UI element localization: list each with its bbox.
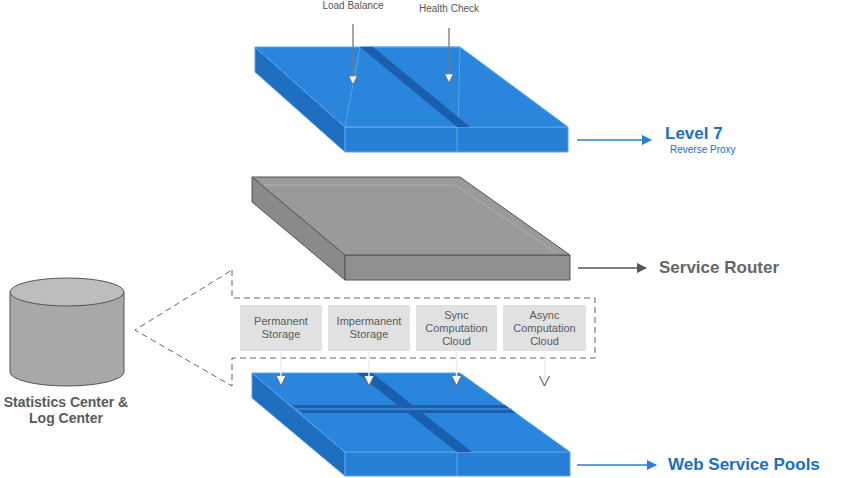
- pointer-arrow: [577, 464, 656, 466]
- layer-label: Reverse Proxy: [670, 144, 736, 155]
- box-label: Impermanent Storage: [332, 315, 406, 341]
- layer-slab: Service Router: [250, 172, 760, 284]
- proxy-slab: [255, 47, 568, 152]
- database-cylinder: [10, 278, 124, 386]
- service-box: Permanent Storage: [240, 305, 322, 351]
- pointer-arrow: [578, 267, 646, 269]
- service-box: Sync Computation Cloud: [416, 305, 497, 351]
- layer-slab: Web Service Pools: [250, 373, 850, 477]
- leader-arrow: [448, 28, 449, 82]
- flow-arrow: [456, 352, 458, 385]
- box-label: Permanent Storage: [244, 315, 318, 341]
- layer-label: Service Router: [659, 258, 779, 278]
- layer-label: Web Service Pools: [668, 455, 820, 475]
- pointer-arrow: [577, 139, 651, 141]
- dashed-callout: [135, 270, 595, 386]
- leader-arrow: [352, 24, 353, 84]
- service-box: Async Computation Cloud: [503, 305, 586, 351]
- log-database: Statistics Center & Log Center: [2, 276, 130, 432]
- router-slab: [252, 177, 570, 280]
- flow-arrow: [280, 352, 282, 385]
- box-label: Async Computation Cloud: [507, 309, 582, 348]
- service-box: Impermanent Storage: [328, 305, 410, 351]
- layer-slab: Level 7Reverse Proxy: [250, 40, 760, 158]
- input-label: Health Check: [414, 3, 484, 14]
- pool-slab: [252, 373, 570, 476]
- flow-arrow: [368, 352, 370, 385]
- input-label: Load Balance: [318, 0, 388, 11]
- layer-label: Statistics Center & Log Center: [2, 394, 130, 426]
- box-label: Sync Computation Cloud: [420, 309, 493, 348]
- layer-label: Level 7: [665, 124, 723, 144]
- flow-arrow: [544, 352, 546, 385]
